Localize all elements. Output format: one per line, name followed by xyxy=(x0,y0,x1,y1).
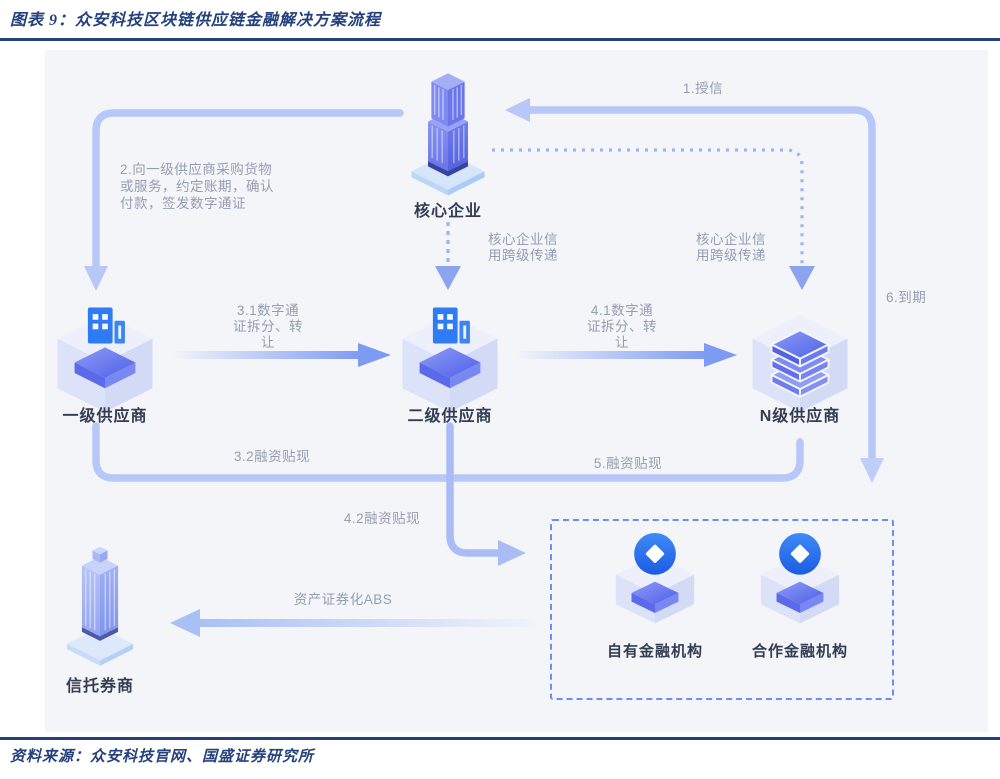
flow-31-token-label: 3.1数字通 证拆分、转 让 xyxy=(233,303,303,350)
core-enterprise-icon xyxy=(402,60,494,203)
figure-title: 图表 9：众安科技区块链供应链金融解决方案流程 xyxy=(10,12,382,29)
flow-1-credit-label: 1.授信 xyxy=(682,81,724,96)
trust-broker-icon xyxy=(52,543,148,673)
flow-32-discount-label: 3.2融资贴现 xyxy=(233,449,311,464)
flow-6-maturity-label: 6.到期 xyxy=(886,290,927,305)
partner-fi-icon xyxy=(752,526,848,631)
tierN-supplier-label: N级供应商 xyxy=(759,408,841,425)
flow-41-token-label: 4.1数字通 证拆分、转 让 xyxy=(587,303,657,350)
tierN-supplier-icon xyxy=(743,294,857,419)
abs-label: 资产证券化ABS xyxy=(293,592,393,607)
own-fi-label: 自有金融机构 xyxy=(606,643,704,660)
partner-fi-label: 合作金融机构 xyxy=(751,643,849,660)
flow-5-discount-label: 5.融资贴现 xyxy=(593,456,663,471)
tier2-supplier-icon xyxy=(393,294,507,419)
footer-rule xyxy=(0,737,1000,740)
tier2-supplier-label: 二级供应商 xyxy=(407,408,493,425)
own-fi-icon xyxy=(607,526,703,631)
flow-42-discount-label: 4.2融资贴现 xyxy=(343,511,421,526)
trust-broker-label: 信托券商 xyxy=(65,678,135,695)
tier1-supplier-icon xyxy=(48,294,162,419)
source-note: 资料来源：众安科技官网、国盛证券研究所 xyxy=(10,749,315,765)
financial-institutions-box xyxy=(550,519,894,700)
flow-2-purchase-label: 2.向一级供应商采购货物 或服务，约定账期，确认 付款，签发数字通证 xyxy=(120,162,274,211)
credit-pass-right-label: 核心企业信 用跨级传递 xyxy=(696,232,766,263)
core-enterprise-label: 核心企业 xyxy=(413,203,483,220)
title-rule xyxy=(0,38,1000,41)
credit-pass-left-label: 核心企业信 用跨级传递 xyxy=(488,232,558,263)
tier1-supplier-label: 一级供应商 xyxy=(62,408,148,425)
